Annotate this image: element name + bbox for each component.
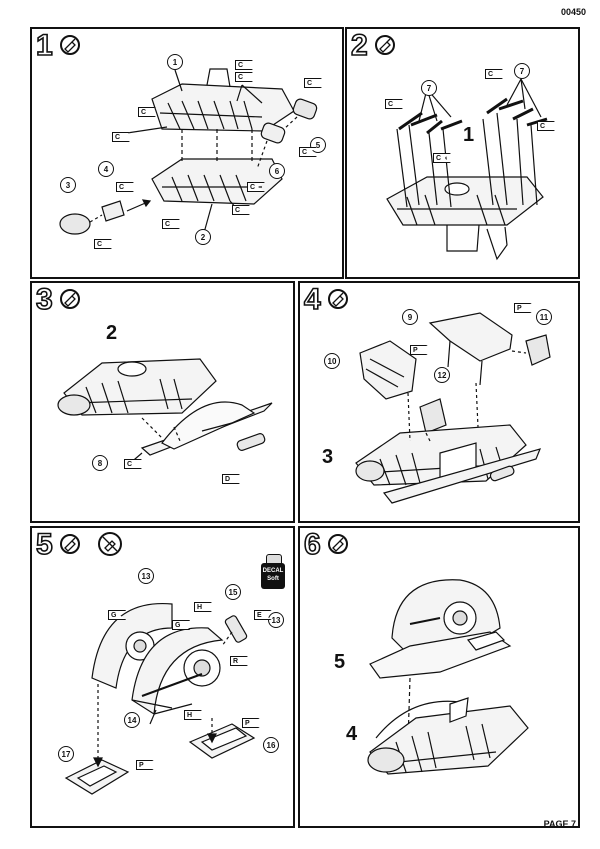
page-number: PAGE 7 (543, 819, 576, 829)
part-callout-11: 11 (536, 309, 552, 325)
glue-tube-icon (60, 534, 80, 554)
decal-soft-bottle-icon: DECAL Soft (261, 554, 285, 590)
step-number: 1 (35, 29, 53, 62)
subassembly-label: 4 (346, 723, 358, 745)
step-3-drawing (57, 358, 273, 466)
part-callout-1: 1 (167, 54, 183, 70)
step-number: 4 (303, 283, 321, 316)
step-number: 5 (35, 528, 53, 561)
step-4-drawing (355, 312, 551, 504)
part-callout-4: 4 (98, 161, 114, 177)
step-number: 2 (350, 29, 368, 62)
glue-tube-icon (328, 289, 348, 309)
part-callout-8: 8 (92, 455, 108, 471)
part-callout-5: 5 (310, 137, 326, 153)
document-code: 00450 (560, 7, 586, 17)
part-callout-6: 6 (269, 163, 285, 179)
glue-tube-icon (328, 534, 348, 554)
step-6-drawing (367, 579, 529, 775)
step-number: 6 (303, 528, 321, 561)
part-callout-15: 15 (225, 584, 241, 600)
step-1-drawing (59, 68, 318, 241)
part-callout-3: 3 (60, 177, 76, 193)
subassembly-label: 2 (106, 322, 118, 344)
glue-tube-icon (60, 35, 80, 55)
glue-tube-icon (375, 35, 395, 55)
decal-label: DECAL (262, 568, 284, 574)
part-callout-7: 7 (514, 63, 530, 79)
step-1-panel: 1 1 2 3 4 5 6 C C C C C C C C C C C (30, 27, 344, 279)
part-callout-16: 16 (263, 737, 279, 753)
step-2-panel: 2 7 7 1 C C C C (345, 27, 580, 279)
decal-sublabel: Soft (267, 576, 279, 582)
part-callout-14: 14 (124, 712, 140, 728)
no-glue-icon (98, 532, 122, 556)
step-number: 3 (35, 283, 53, 316)
step-5-drawing (64, 602, 256, 795)
part-callout-2: 2 (195, 229, 211, 245)
subassembly-label: 1 (463, 124, 475, 146)
part-callout-17: 17 (58, 746, 74, 762)
glue-tube-icon (60, 289, 80, 309)
step-4-panel: 4 9 10 11 12 3 P P (298, 281, 580, 523)
part-callout-7: 7 (421, 80, 437, 96)
step-6-panel: 6 5 4 (298, 526, 580, 828)
part-callout-10: 10 (324, 353, 340, 369)
step-3-panel: 3 2 8 C D (30, 281, 295, 523)
part-callout-12: 12 (434, 367, 450, 383)
subassembly-label: 3 (322, 446, 334, 468)
step-2-drawing (386, 78, 548, 261)
subassembly-label: 5 (334, 651, 346, 673)
part-callout-9: 9 (402, 309, 418, 325)
part-callout-13: 13 (138, 568, 154, 584)
part-callout-13: 13 (268, 612, 284, 628)
